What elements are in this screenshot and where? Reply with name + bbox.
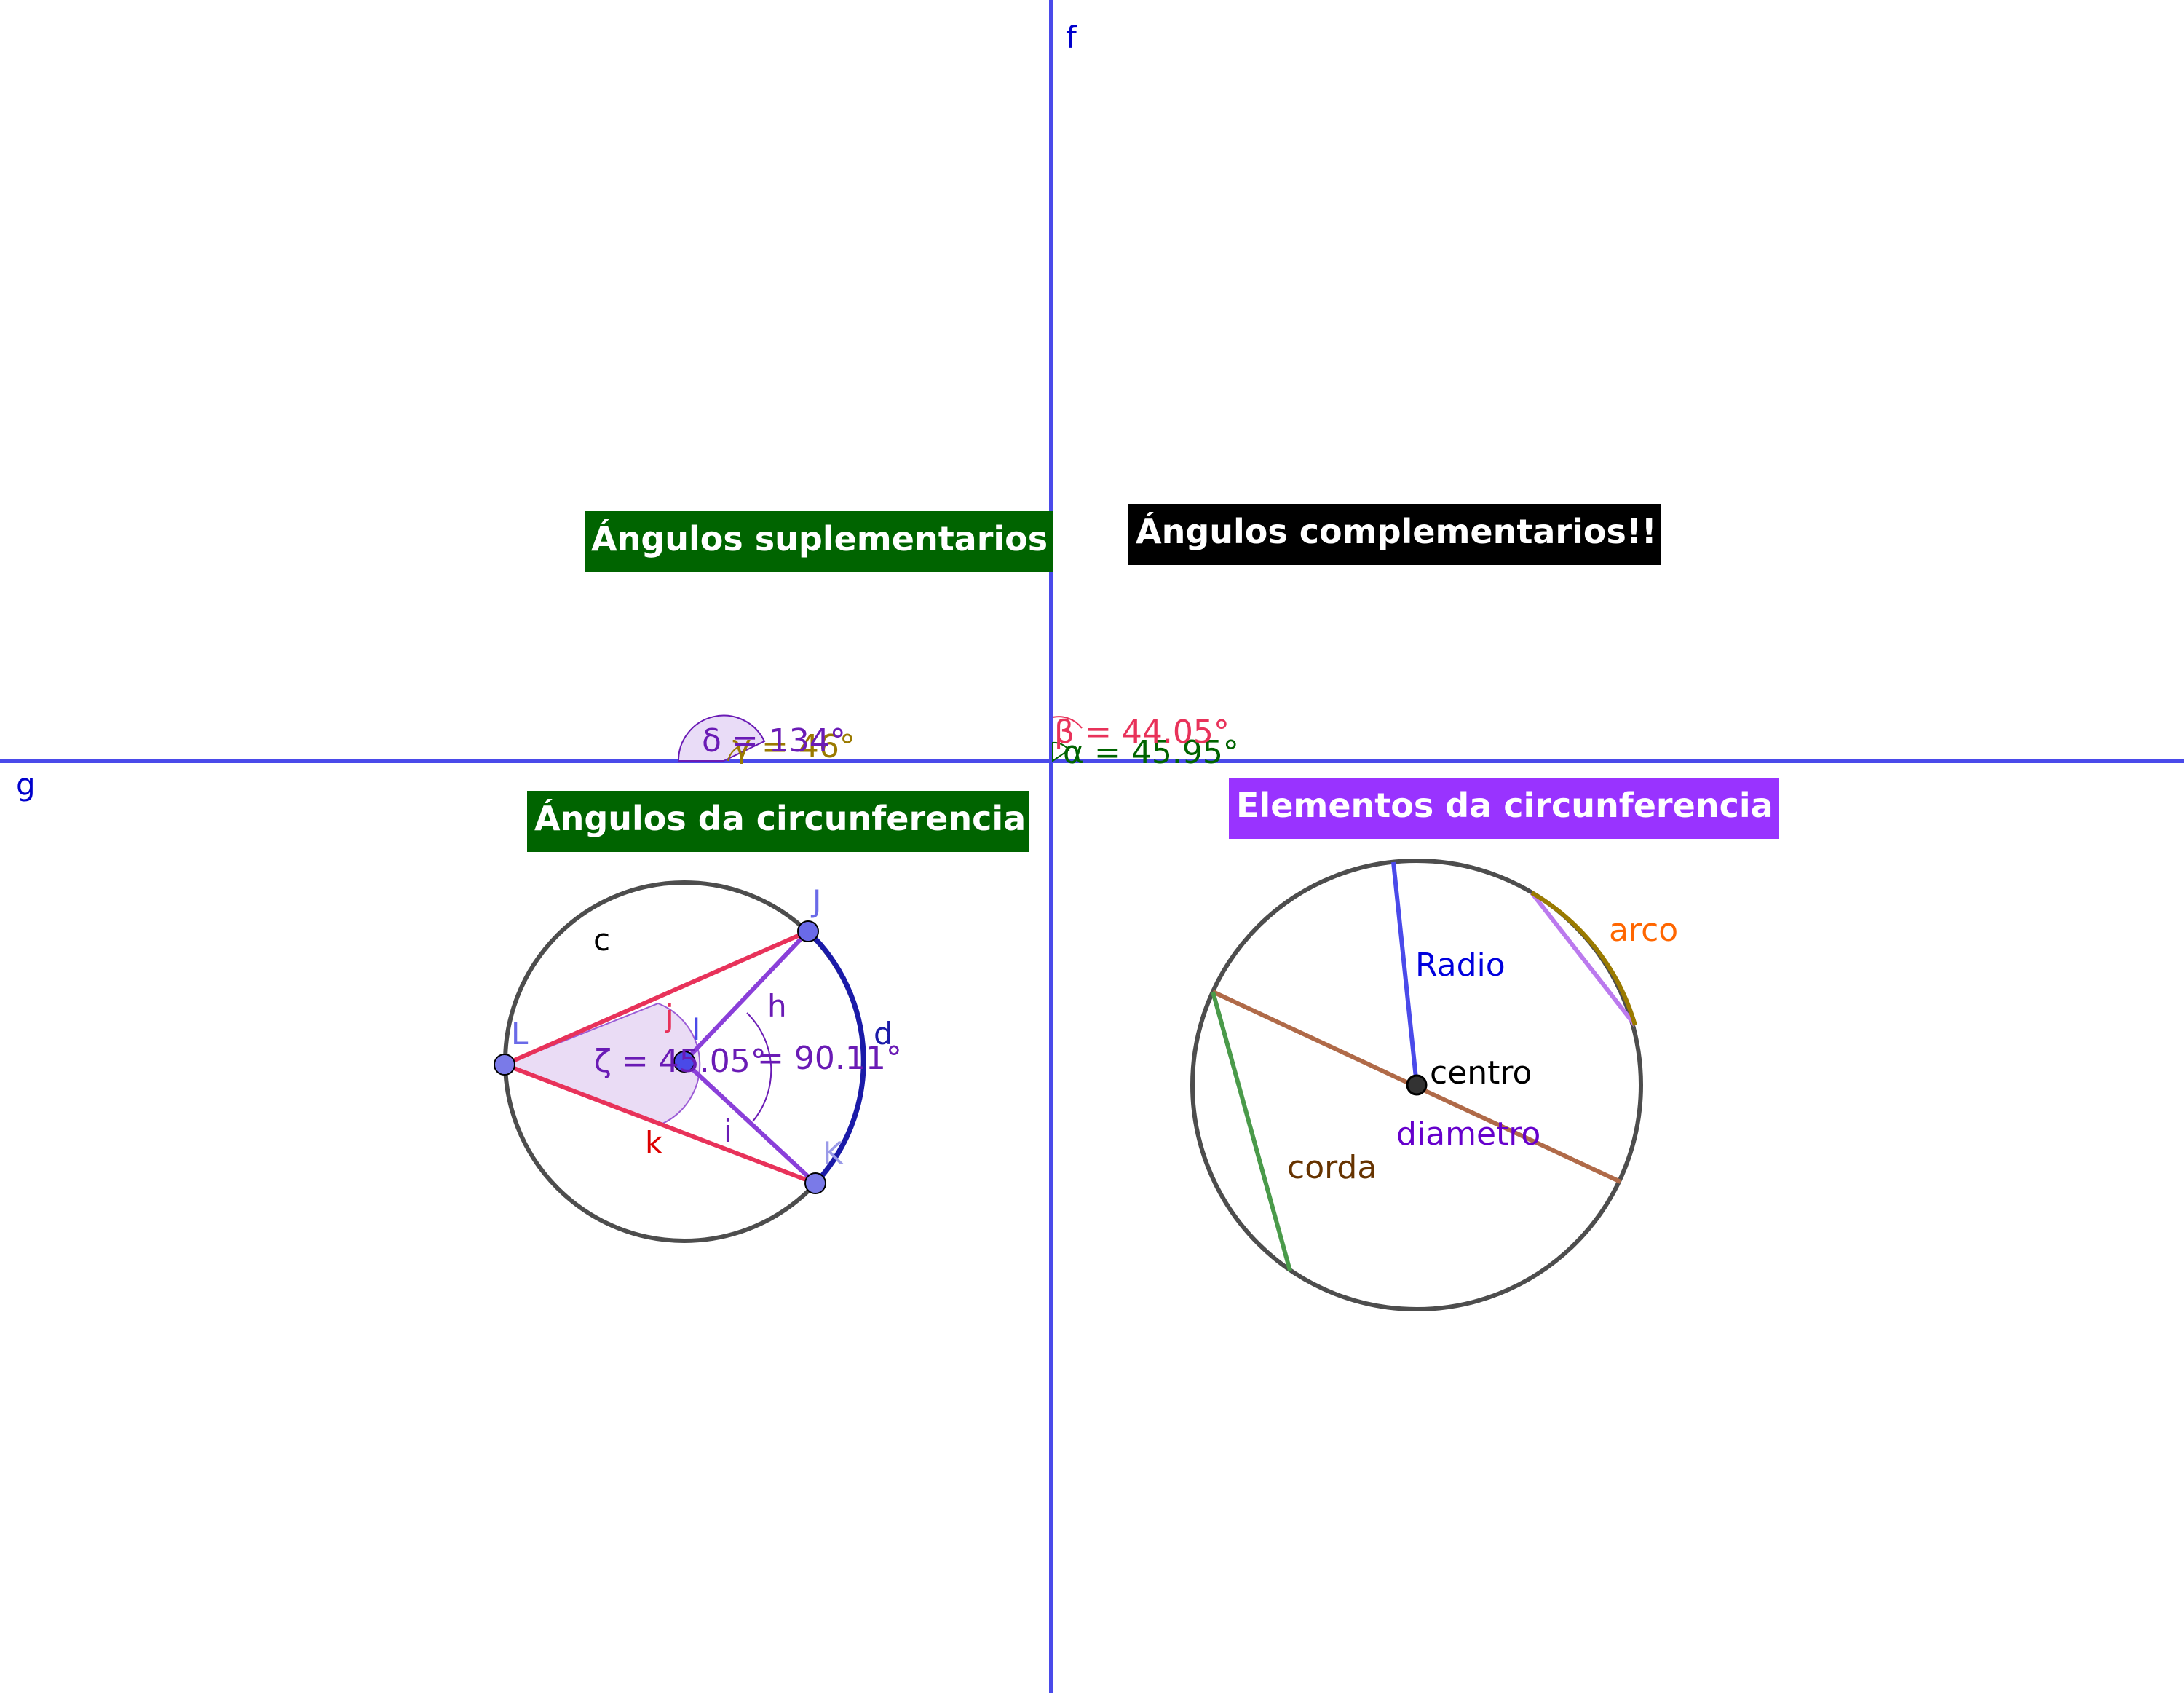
arc-chord-line[interactable]: [1530, 891, 1637, 1027]
segment-k[interactable]: [503, 1062, 817, 1185]
radio-label: Radio: [1415, 947, 1506, 984]
title-suplementarios-box: [585, 511, 1053, 572]
segment-j[interactable]: [503, 929, 810, 1067]
centro-label: centro: [1430, 1054, 1532, 1092]
title-angulos-circ: Ángulos da circunferencia: [534, 799, 1026, 838]
title-complementarios-box: [1128, 504, 1661, 565]
axis-f-label: f: [1066, 20, 1077, 55]
title-suplementarios: Ángulos suplementarios: [591, 519, 1048, 559]
point-K[interactable]: [804, 1172, 826, 1194]
radius-line[interactable]: [1391, 861, 1419, 1086]
point-L-label: L: [511, 1016, 529, 1051]
central-angle-label: = 90.11°: [757, 1040, 902, 1077]
circle-c-label: c: [593, 922, 610, 958]
alpha-angle-marker[interactable]: [1052, 741, 1070, 762]
segment-h[interactable]: [682, 929, 810, 1064]
gamma-label: γ = 46°: [732, 728, 855, 765]
title-elementos-circ-box: [1229, 778, 1779, 839]
delta-label: δ = 134°: [702, 722, 846, 759]
point-I-label: I: [692, 1011, 700, 1047]
title-angulos-circ-box: [527, 791, 1029, 852]
segment-i[interactable]: [682, 1059, 818, 1185]
circle-elements[interactable]: [1190, 859, 1643, 1311]
point-L[interactable]: [494, 1054, 515, 1076]
point-J-label: J: [810, 883, 821, 919]
beta-angle-marker[interactable]: [1052, 716, 1083, 729]
point-K-label: K: [823, 1135, 844, 1171]
point-I[interactable]: [673, 1051, 695, 1073]
beta-label: β = 44.05°: [1054, 714, 1230, 751]
point-J[interactable]: [797, 920, 819, 942]
segment-k-label: k: [645, 1125, 663, 1161]
segment-i-label: i: [724, 1113, 732, 1149]
title-elementos-circ: Elementos da circunferencia: [1236, 786, 1773, 825]
segment-j-label: j: [665, 998, 674, 1034]
segment-h-label: h: [767, 988, 787, 1024]
arc-highlight[interactable]: [1530, 891, 1637, 1026]
arco-label: arco: [1609, 912, 1678, 949]
title-complementarios: Ángulos complementarios!!: [1136, 512, 1657, 551]
chord-line[interactable]: [1211, 991, 1292, 1271]
arc-d-label: d: [874, 1016, 893, 1051]
central-angle-marker[interactable]: [746, 1012, 772, 1122]
arc-d[interactable]: [806, 929, 866, 1185]
center-point[interactable]: [1406, 1074, 1428, 1096]
zeta-label: ζ = 45.05°: [594, 1043, 767, 1080]
corda-label: corda: [1287, 1149, 1377, 1186]
gamma-angle-marker[interactable]: [727, 743, 746, 762]
alpha-label: α = 45.95°: [1063, 734, 1239, 771]
diametro-label: diametro: [1396, 1116, 1540, 1153]
delta-angle-marker[interactable]: [677, 714, 766, 762]
axis-g-label: g: [16, 767, 36, 802]
zeta-angle-marker[interactable]: [502, 1002, 701, 1126]
